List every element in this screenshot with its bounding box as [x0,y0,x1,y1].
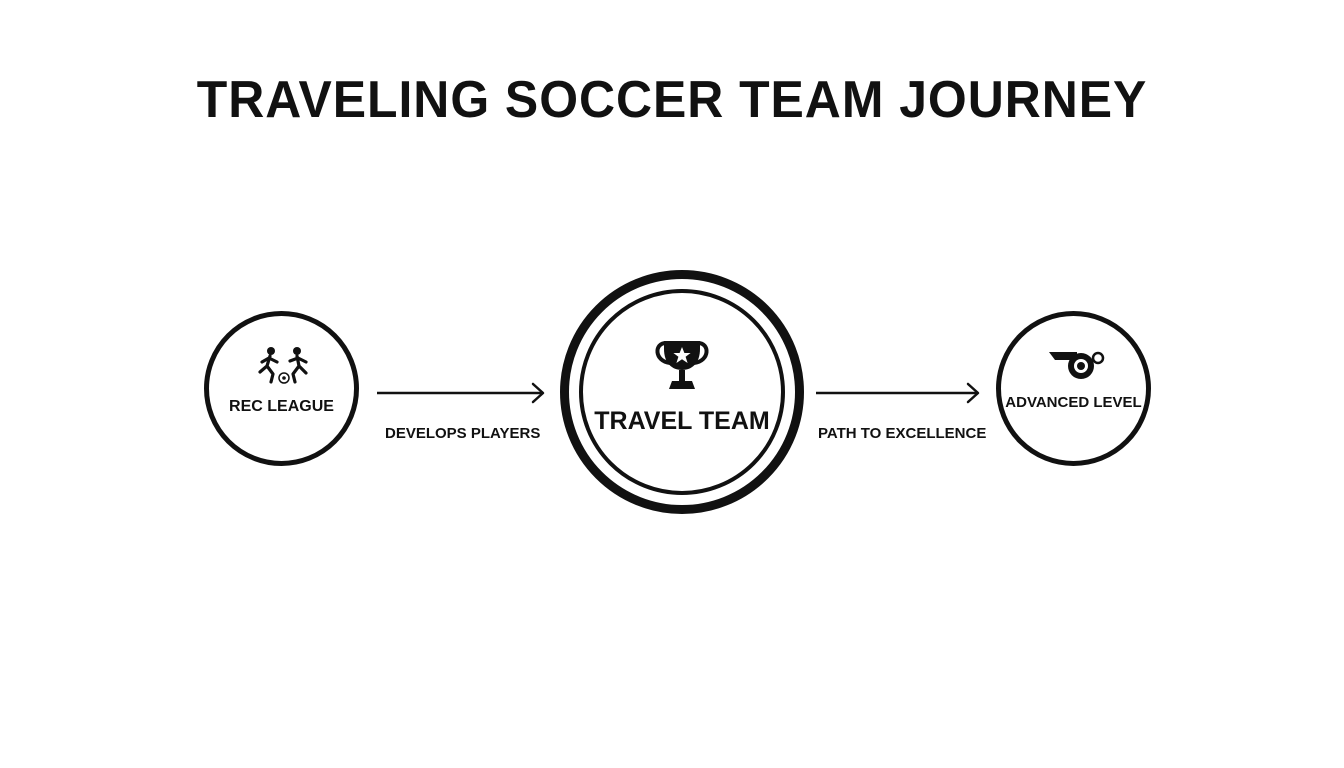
diagram-title: TRAVELING SOCCER TEAM JOURNEY [196,71,1148,129]
node-label-advanced-level: ADVANCED LEVEL [1005,394,1142,411]
soccer-players-icon [258,347,308,384]
edge-label-path: PATH TO EXCELLENCE [818,425,987,442]
node-label-travel-team: TRAVEL TEAM [594,407,770,435]
trophy-icon [655,341,709,389]
node-label-rec-league: REC LEAGUE [229,398,334,415]
node-rec-league: REC LEAGUE [204,311,359,466]
arrow-develops [377,382,545,404]
node-travel-team-inner-ring [579,289,785,495]
edge-label-develops: DEVELOPS PLAYERS [385,425,541,442]
whistle-icon [1049,351,1105,379]
node-travel-team: TRAVEL TEAM [560,270,804,514]
arrow-path [816,382,980,404]
node-advanced-level: ADVANCED LEVEL [996,311,1151,466]
